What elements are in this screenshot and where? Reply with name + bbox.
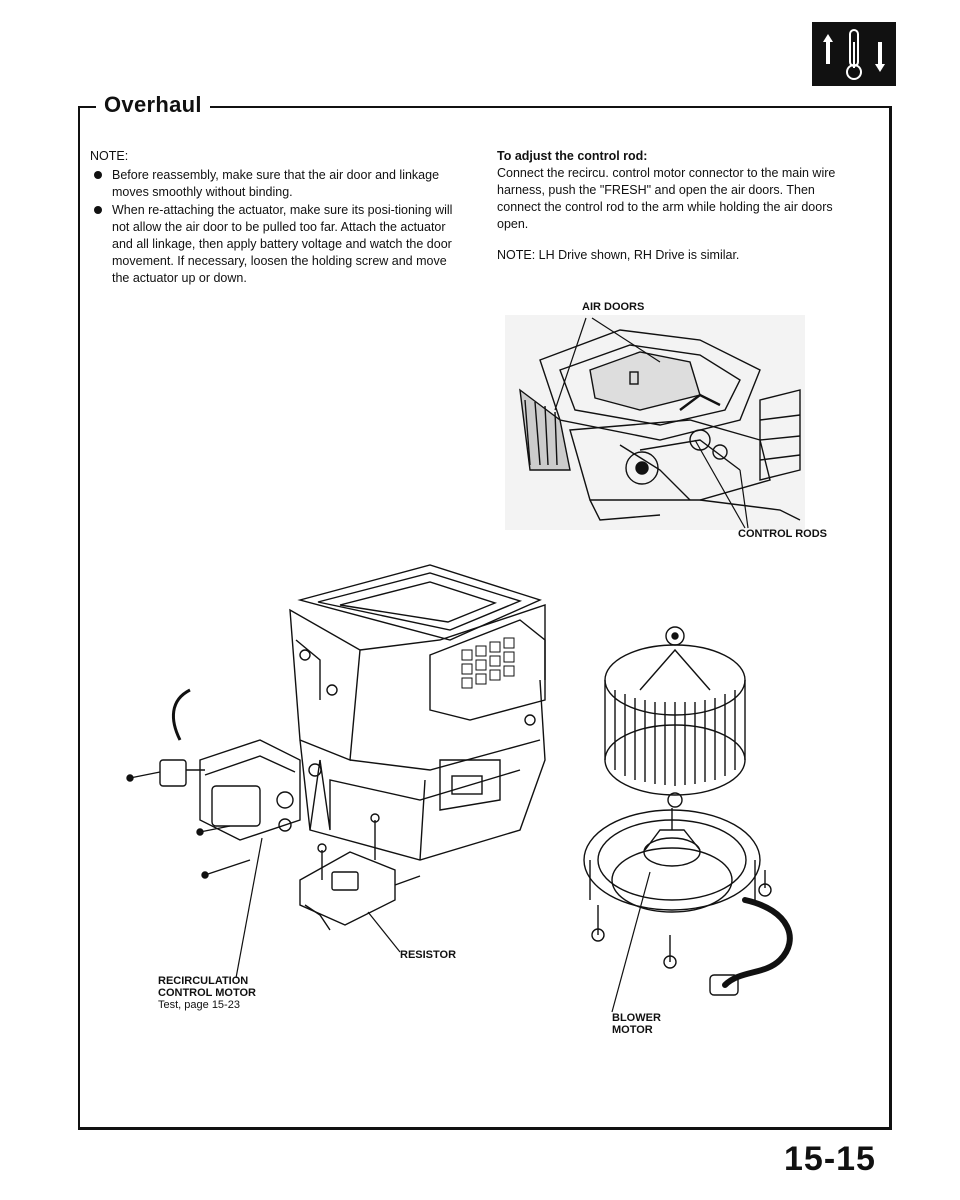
notes-heading: NOTE: [90, 149, 129, 163]
air-doors-leaders [554, 317, 749, 529]
page-number: 15-15 [784, 1140, 876, 1178]
blower-motor-label: BLOWER MOTOR [612, 1012, 661, 1036]
blower-motor-label-line2: MOTOR [612, 1024, 653, 1036]
reassembly-notes: NOTE: Before reassembly, make sure that … [90, 148, 460, 288]
air-doors-illustration [505, 315, 805, 530]
air-doors-label: AIR DOORS [582, 301, 645, 313]
control-rod-adjustment: To adjust the control rod: Connect the r… [497, 148, 862, 264]
recirc-motor-label-line2: CONTROL MOTOR [158, 987, 256, 999]
recirc-motor-test-ref: Test, page 15-23 [158, 999, 240, 1011]
recirc-motor-label-line1: RECIRCULATION [158, 975, 249, 987]
adjust-body: Connect the recircu. control motor conne… [497, 166, 836, 231]
blower-motor-illustration [583, 808, 793, 996]
recirc-motor-label: RECIRCULATION CONTROL MOTOR Test, page 1… [158, 975, 256, 1011]
drive-note: NOTE: LH Drive shown, RH Drive is simila… [497, 248, 740, 262]
content-frame [78, 106, 892, 1130]
recirculation-motor-illustration [126, 688, 301, 879]
resistor-leader [367, 911, 401, 953]
adjust-heading: To adjust the control rod: [497, 149, 648, 163]
resistor-illustration [299, 813, 421, 931]
page-title: Overhaul [96, 92, 210, 118]
resistor-label: RESISTOR [400, 949, 457, 961]
blower-leader [611, 871, 651, 1013]
control-rods-label: CONTROL RODS [738, 528, 828, 540]
note-bullet: Before reassembly, make sure that the ai… [90, 167, 460, 201]
blower-motor-label-line1: BLOWER [612, 1012, 661, 1024]
recirc-leader [235, 837, 263, 979]
heater-temperature-icon [812, 22, 896, 86]
note-bullet: When re-attaching the actuator, make sur… [90, 202, 460, 287]
heater-unit-illustration [289, 564, 546, 861]
blower-wheel-illustration [604, 626, 746, 808]
